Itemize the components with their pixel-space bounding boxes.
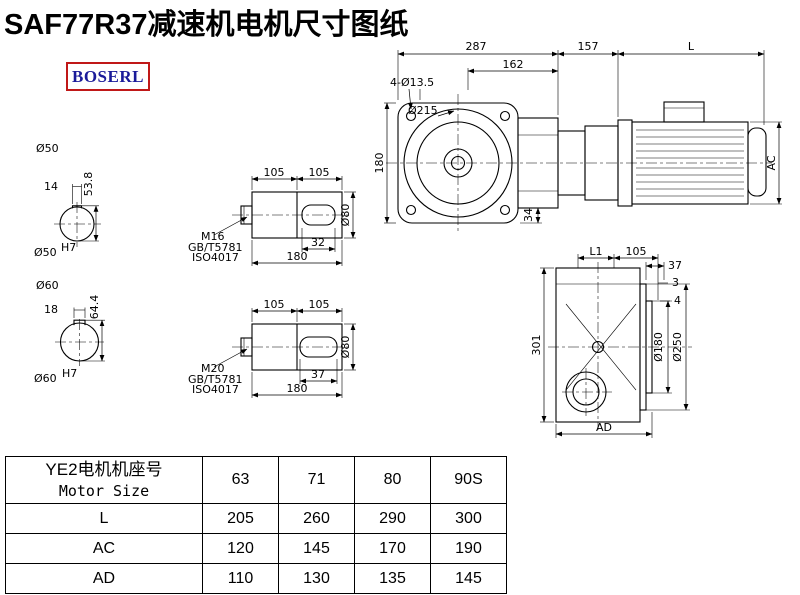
dim-label-105b1: 105: [264, 298, 285, 311]
front-view: Ø215 287 157 L 162 4-Ø13.5: [373, 40, 782, 234]
dim-label-AC: AC: [765, 155, 778, 170]
terminal-box: [663, 101, 705, 123]
dim-label-37s: 37: [668, 259, 682, 272]
std-label-gb: GB/T5781: [188, 241, 243, 254]
std-label-iso: ISO4017: [192, 251, 239, 264]
dim-label-4xd13-5: 4-Ø13.5: [390, 76, 434, 89]
dim-label-53-8: 53.8: [82, 172, 95, 197]
shaft-section-b: 105 105 M20 GB/T5781 ISO4017 37 180 Ø80: [188, 298, 356, 398]
dim-label-d50h7: Ø50: [34, 246, 57, 259]
table-cell: 290: [354, 503, 431, 534]
dim-label-d80b: Ø80: [339, 336, 352, 359]
table-cell: 135: [354, 563, 431, 594]
table-row-label: AC: [5, 533, 203, 564]
table-cell: 205: [202, 503, 279, 534]
flange-circle-215: [403, 108, 513, 218]
dim-label-d60h7: Ø60: [34, 372, 57, 385]
table-cell: 120: [202, 533, 279, 564]
dim-label-d80a: Ø80: [339, 204, 352, 227]
dim-label-keyw-14: 14: [44, 180, 58, 193]
table-cell: 300: [430, 503, 507, 534]
dim-label-d50h7-tol: H7: [61, 241, 76, 254]
std-label-gb2: GB/T5781: [188, 373, 243, 386]
dim-label-162: 162: [503, 58, 524, 71]
dim-label-34: 34: [522, 208, 535, 222]
table-row-label: L: [5, 503, 203, 534]
dim-label-64-4: 64.4: [88, 295, 101, 320]
table-header-motor-size: YE2电机机座号 Motor Size: [5, 456, 203, 504]
table-header-size-63: 63: [202, 456, 279, 504]
table-cell: 260: [278, 503, 355, 534]
dim-label-d60: Ø60: [36, 279, 59, 292]
table-row-L: L 205 260 290 300: [5, 503, 507, 534]
dim-label-180a: 180: [287, 250, 308, 263]
shaft-end-views: Ø50 14 53.8 Ø50 H7 Ø60 18: [34, 142, 105, 385]
technical-drawing: Ø50 14 53.8 Ø50 H7 Ø60 18: [34, 40, 782, 438]
thread-label-m20: M20: [201, 362, 225, 375]
page-title: SAF77R37减速机电机尺寸图纸: [4, 9, 409, 41]
table-cell: 130: [278, 563, 355, 594]
spigot-edge: [645, 300, 653, 394]
dim-label-105a2: 105: [309, 166, 330, 179]
dim-label-d50: Ø50: [36, 142, 59, 155]
dim-label-AD: AD: [596, 421, 612, 434]
dim-label-d215: Ø215: [408, 104, 438, 117]
table-cell: 190: [430, 533, 507, 564]
dim-label-105a1: 105: [264, 166, 285, 179]
dim-label-301: 301: [530, 335, 543, 356]
boserl-logo: BOSERL: [66, 62, 150, 91]
table-cell: 145: [430, 563, 507, 594]
dim-label-4s: 4: [674, 294, 681, 307]
dim-label-keyw-18: 18: [44, 303, 58, 316]
table-header-cn: YE2电机机座号: [45, 460, 163, 479]
table-cell: 170: [354, 533, 431, 564]
fan-cover: [747, 127, 767, 197]
dim-label-L: L: [688, 40, 695, 53]
table-row-AD: AD 110 130 135 145: [5, 563, 507, 594]
side-view: L1 105 37 3 4 301 Ø180 Ø250: [530, 245, 692, 438]
table-cell: 145: [278, 533, 355, 564]
table-row-label: AD: [5, 563, 203, 594]
motor-size-table: YE2电机机座号 Motor Size 63 71 80 90S L 205 2…: [5, 456, 507, 594]
dim-label-105b2: 105: [309, 298, 330, 311]
dim-label-d250: Ø250: [671, 332, 684, 362]
table-row-AC: AC 120 145 170 190: [5, 533, 507, 564]
dim-label-L1: L1: [589, 245, 602, 258]
dim-label-180b: 180: [287, 382, 308, 395]
dim-label-157: 157: [578, 40, 599, 53]
dim-label-d180: Ø180: [652, 332, 665, 362]
dim-label-d60h7-tol: H7: [62, 367, 77, 380]
table-header-en: Motor Size: [58, 482, 150, 500]
dim-label-37b: 37: [311, 368, 325, 381]
table-cell: 110: [202, 563, 279, 594]
thread-label-m16: M16: [201, 230, 225, 243]
table-header-size-90s: 90S: [430, 456, 507, 504]
table-header-size-71: 71: [278, 456, 355, 504]
boserl-logo-text: BOSERL: [72, 66, 144, 86]
dim-label-3s: 3: [672, 276, 679, 289]
dim-label-32: 32: [311, 236, 325, 249]
dim-label-105s: 105: [626, 245, 647, 258]
dim-label-287: 287: [466, 40, 487, 53]
table-header-size-80: 80: [354, 456, 431, 504]
std-label-iso2: ISO4017: [192, 383, 239, 396]
shaft-section-a: 105 105 M16 GB/T5781 ISO4017 32 180 Ø80: [188, 166, 356, 266]
dim-label-180v: 180: [373, 153, 386, 174]
